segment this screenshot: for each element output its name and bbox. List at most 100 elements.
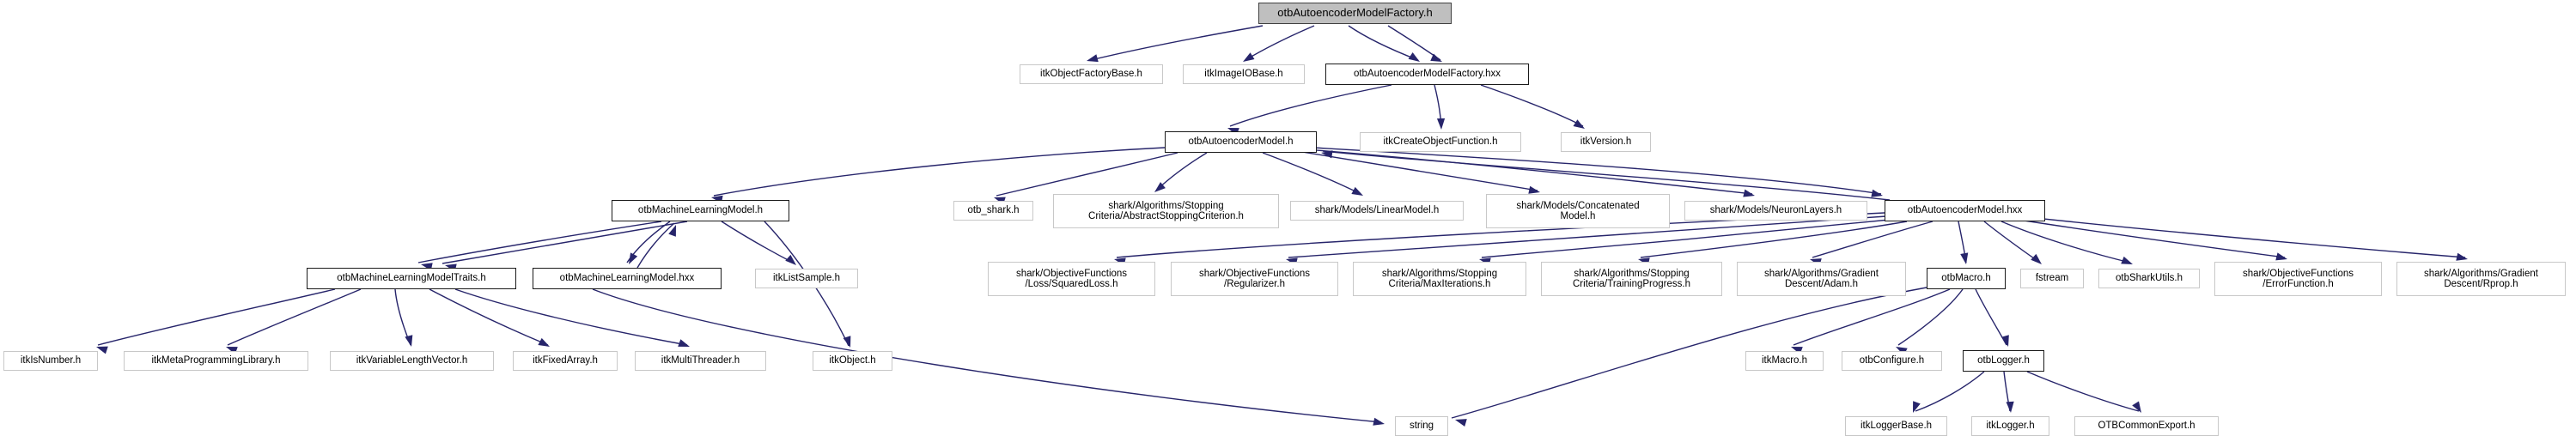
graph-edge <box>1387 25 1441 61</box>
graph-node-otbconfigure-h[interactable]: otbConfigure.h <box>1842 351 1942 371</box>
edge-arrowhead <box>843 336 851 348</box>
graph-node-itkobjectfactorybase-h[interactable]: itkObjectFactoryBase.h <box>1020 64 1163 84</box>
graph-node-otblogger-h[interactable]: otbLogger.h <box>1963 350 2044 372</box>
graph-edge <box>721 221 795 264</box>
graph-node-itkversion-h[interactable]: itkVersion.h <box>1561 132 1651 152</box>
edge-arrowhead <box>1573 119 1585 129</box>
graph-node-shark-algorithms-stopping-criteria-abstractstoppingcriterion-h[interactable]: shark/Algorithms/Stopping Criteria/Abstr… <box>1053 194 1279 228</box>
edge-arrowhead <box>1373 417 1385 426</box>
graph-node-itkmultithreader-h[interactable]: itkMultiThreader.h <box>635 351 766 371</box>
graph-node-itkvariablelengthvector-h[interactable]: itkVariableLengthVector.h <box>330 351 494 371</box>
graph-node-shark-algorithms-gradient-descent-adam-h[interactable]: shark/Algorithms/Gradient Descent/Adam.h <box>1737 262 1906 296</box>
graph-edge <box>454 288 688 346</box>
graph-edge <box>2018 219 2286 258</box>
edge-arrowhead <box>1743 189 1755 197</box>
graph-node-otbautoencodermodelfactory-hxx[interactable]: otbAutoencoderModelFactory.hxx <box>1325 64 1529 85</box>
edge-arrowhead <box>2121 256 2133 264</box>
graph-edge <box>1305 148 1753 195</box>
graph-node-shark-algorithms-stopping-criteria-maxiterations-h[interactable]: shark/Algorithms/Stopping Criteria/MaxIt… <box>1353 262 1526 296</box>
graph-node-otbautoencodermodel-hxx[interactable]: otbAutoencoderModel.hxx <box>1885 200 2045 221</box>
graph-node-fstream[interactable]: fstream <box>2020 269 2084 288</box>
graph-edge <box>429 288 549 346</box>
graph-edge <box>1975 288 2007 346</box>
graph-edge <box>1480 84 1584 127</box>
edge-arrowhead <box>785 254 796 265</box>
graph-edge <box>1229 84 1392 127</box>
graph-node-itkcreateobjectfunction-h[interactable]: itkCreateObjectFunction.h <box>1360 132 1521 152</box>
graph-edge <box>1793 288 1951 346</box>
edge-arrowhead <box>1960 252 1969 264</box>
graph-edge <box>2003 371 2011 412</box>
edge-arrowhead <box>668 225 676 237</box>
graph-edge <box>227 288 362 346</box>
graph-edge <box>1296 150 1538 191</box>
graph-edge <box>1812 221 1934 258</box>
edge-arrowhead <box>2031 253 2042 264</box>
graph-edge <box>1640 221 1908 258</box>
graph-node-otbsharkutils-h[interactable]: otbSharkUtils.h <box>2098 269 2200 288</box>
graph-edge <box>1245 25 1315 61</box>
graph-edge <box>1322 150 1891 201</box>
graph-node-otbmachinelearningmodeltraits-h[interactable]: otbMachineLearningModelTraits.h <box>307 268 516 289</box>
graph-node-itkobject-h[interactable]: itkObject.h <box>813 351 892 371</box>
graph-node-itkisnumber-h[interactable]: itkIsNumber.h <box>3 351 98 371</box>
edge-arrowhead <box>1436 118 1446 130</box>
graph-node-shark-models-linearmodel-h[interactable]: shark/Models/LinearModel.h <box>1290 201 1464 221</box>
graph-node-itkloggerbase-h[interactable]: itkLoggerBase.h <box>1845 416 1947 436</box>
graph-edge <box>626 221 671 263</box>
graph-edge <box>1155 152 1208 191</box>
graph-edge <box>442 221 688 264</box>
graph-node-otb-shark-h[interactable]: otb_shark.h <box>953 201 1033 221</box>
graph-edge <box>1348 25 1419 61</box>
edge-arrowhead <box>1087 54 1099 63</box>
graph-node-itkmacro-h[interactable]: itkMacro.h <box>1745 351 1824 371</box>
graph-edge <box>2035 217 2466 258</box>
graph-edge <box>1915 371 1985 412</box>
graph-node-otbautoencodermodelfactory-h[interactable]: otbAutoencoderModelFactory.h <box>1258 3 1452 24</box>
edge-arrowhead <box>538 337 550 347</box>
graph-node-shark-models-neuronlayers-h[interactable]: shark/Models/NeuronLayers.h <box>1684 201 1867 221</box>
edge-arrowhead <box>2132 401 2141 413</box>
edge-arrowhead <box>1871 189 1883 197</box>
graph-edge <box>996 152 1178 197</box>
graph-node-string[interactable]: string <box>1395 416 1448 436</box>
edge-arrowhead <box>2006 401 2014 413</box>
graph-node-itklogger-h[interactable]: itkLogger.h <box>1971 416 2049 436</box>
graph-node-itkmetaprogramminglibrary-h[interactable]: itkMetaProgrammingLibrary.h <box>124 351 308 371</box>
edge-arrowhead <box>629 252 638 264</box>
graph-edge <box>713 147 1166 197</box>
graph-node-otbcommonexport-h[interactable]: OTBCommonExport.h <box>2074 416 2219 436</box>
edge-arrowhead <box>1351 186 1363 196</box>
graph-node-otbautoencodermodel-h[interactable]: otbAutoencoderModel.h <box>1165 131 1317 153</box>
edge-arrowhead <box>1321 150 1333 159</box>
graph-node-shark-objectivefunctions-loss-squaredloss-h[interactable]: shark/ObjectiveFunctions /Loss/SquaredLo… <box>988 262 1155 296</box>
graph-node-otbmachinelearningmodel-hxx[interactable]: otbMachineLearningModel.hxx <box>533 268 722 289</box>
graph-edge <box>2026 371 2140 412</box>
graph-node-itkfixedarray-h[interactable]: itkFixedArray.h <box>513 351 618 371</box>
graph-node-shark-objectivefunctions-regularizer-h[interactable]: shark/ObjectiveFunctions /Regularizer.h <box>1171 262 1338 296</box>
edge-arrowhead <box>1243 52 1255 62</box>
graph-edge <box>394 288 411 346</box>
graph-edge <box>1434 84 1442 128</box>
graph-node-itklistsample-h[interactable]: itkListSample.h <box>755 269 858 288</box>
graph-edge <box>97 288 336 346</box>
graph-node-shark-objectivefunctions-errorfunction-h[interactable]: shark/ObjectiveFunctions /ErrorFunction.… <box>2214 262 2382 296</box>
graph-edge <box>1262 152 1361 195</box>
graph-node-otbmacro-h[interactable]: otbMacro.h <box>1927 268 2006 289</box>
graph-edge <box>636 222 675 269</box>
edge-arrowhead <box>1913 401 1921 413</box>
graph-edge <box>2001 221 2131 263</box>
graph-edge <box>1958 221 1967 263</box>
graph-edge <box>1090 25 1264 61</box>
graph-node-shark-algorithms-gradient-descent-rprop-h[interactable]: shark/Algorithms/Gradient Descent/Rprop.… <box>2396 262 2566 296</box>
graph-node-shark-models-concatenated-model-h[interactable]: shark/Models/Concatenated Model.h <box>1486 194 1670 228</box>
graph-edge <box>1312 147 1882 195</box>
graph-node-itkimageiobase-h[interactable]: itkImageIOBase.h <box>1183 64 1305 84</box>
edge-arrowhead <box>405 335 413 347</box>
graph-node-shark-algorithms-stopping-criteria-trainingprogress-h[interactable]: shark/Algorithms/Stopping Criteria/Train… <box>1541 262 1722 296</box>
graph-node-otbmachinelearningmodel-h[interactable]: otbMachineLearningModel.h <box>612 200 789 221</box>
graph-edge <box>1897 288 1964 346</box>
edge-arrowhead <box>1455 419 1467 427</box>
graph-edge <box>1983 221 2041 263</box>
